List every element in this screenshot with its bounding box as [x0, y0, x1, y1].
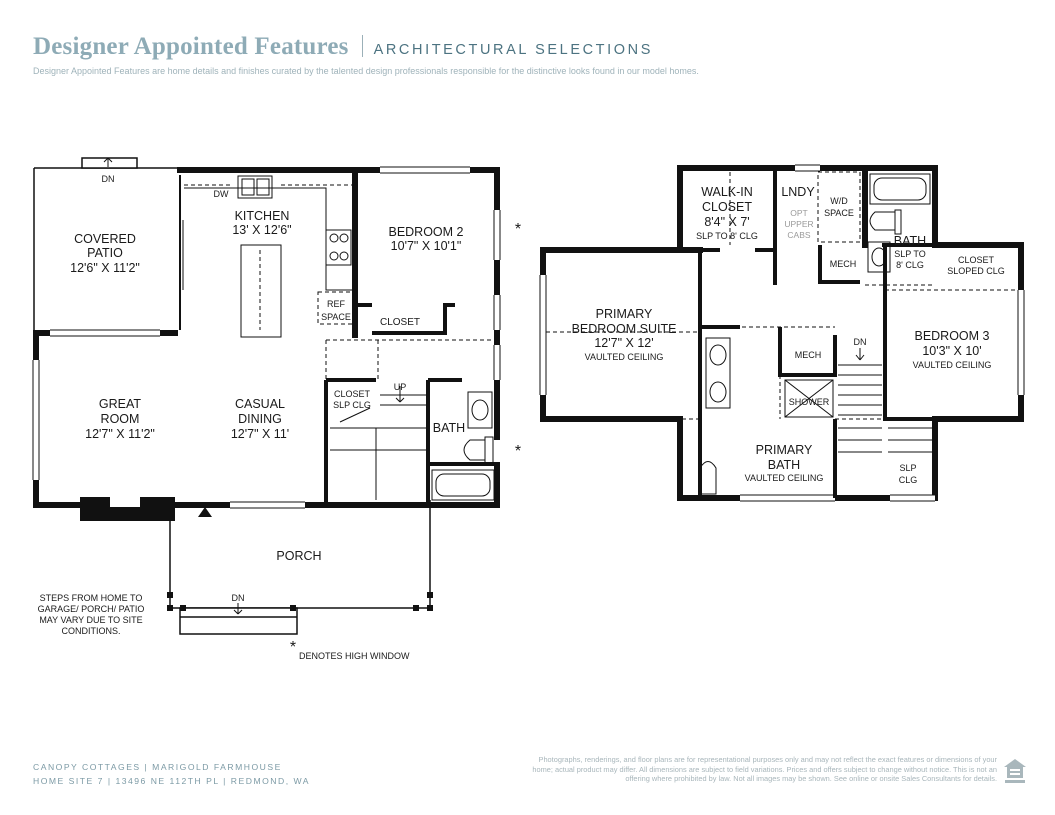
laundry-label: LNDY	[781, 185, 815, 199]
page-title: Designer Appointed Features	[33, 33, 349, 60]
covered-patio-label-2: PATIO	[87, 246, 123, 260]
casual-dining-size: 12'7" X 11'	[231, 427, 289, 441]
project-info-line-1: CANOPY COTTAGES | MARIGOLD FARMHOUSE	[33, 762, 282, 772]
primary-bath-note: VAULTED CEILING	[745, 473, 824, 483]
bath-label: BATH	[433, 421, 465, 435]
closet-slp-label: CLOSET	[334, 389, 371, 399]
closet-sloped-label: CLOSET	[958, 255, 995, 265]
mech-mid-label: MECH	[795, 350, 822, 360]
project-info: CANOPY COTTAGES | MARIGOLD FARMHOUSE HOM…	[33, 760, 310, 788]
kitchen-size: 13' X 12'6"	[232, 223, 291, 237]
main-bath-fixtures	[431, 391, 495, 501]
primary-suite-label: PRIMARY	[596, 307, 653, 321]
entry-marker-icon	[198, 507, 212, 517]
bedroom-2-label: BEDROOM 2	[388, 225, 463, 239]
opt-upper-cabs-label-2: UPPER	[784, 219, 813, 229]
upper-bath-label: BATH	[894, 234, 926, 248]
title-divider	[361, 35, 363, 57]
equal-housing-icon	[1004, 759, 1026, 783]
steps-note-line-1: STEPS FROM HOME TO	[40, 593, 143, 603]
bedroom-3-size: 10'3" X 10'	[922, 344, 981, 358]
covered-patio-size: 12'6" X 11'2"	[70, 261, 140, 275]
high-window-marker-2: *	[515, 443, 521, 460]
patio-dn-label: DN	[102, 174, 115, 184]
casual-dining-label: CASUAL	[235, 397, 285, 411]
stairs-up-label: UP	[394, 382, 407, 392]
upper-stairs-dn-label: DN	[854, 337, 867, 347]
primary-bath-label-2: BATH	[768, 458, 800, 472]
dw-label: DW	[214, 189, 229, 199]
primary-suite-label-2: BEDROOM SUITE	[572, 322, 677, 336]
upper-bath-note-2: 8' CLG	[896, 260, 924, 270]
walk-in-closet-size: 8'4" X 7'	[704, 215, 749, 229]
upper-bath-fixtures	[699, 173, 931, 495]
great-room-label: GREAT	[99, 397, 141, 411]
slp-clg-label-2: CLG	[899, 475, 918, 485]
closet-sloped-label-2: SLOPED CLG	[947, 266, 1005, 276]
ref-space-label: REF	[327, 299, 346, 309]
primary-bath-label: PRIMARY	[756, 443, 813, 457]
wd-space-label: W/D	[830, 196, 848, 206]
high-window-marker-1: *	[515, 221, 521, 238]
bedroom-3-note: VAULTED CEILING	[913, 360, 992, 370]
steps-note-line-4: CONDITIONS.	[61, 626, 120, 636]
ref-space-label-2: SPACE	[321, 312, 351, 322]
shower-label: SHOWER	[789, 397, 830, 407]
great-room-label-2: ROOM	[101, 412, 140, 426]
high-window-note: DENOTES HIGH WINDOW	[299, 651, 410, 661]
page-description: Designer Appointed Features are home det…	[33, 66, 699, 76]
walk-in-closet-note: SLP TO 8' CLG	[696, 231, 758, 241]
project-info-line-2: HOME SITE 7 | 13496 NE 112TH PL | REDMON…	[33, 776, 310, 786]
covered-patio-label: COVERED	[74, 232, 136, 246]
mech-top-label: MECH	[830, 259, 857, 269]
primary-suite-size: 12'7" X 12'	[594, 336, 653, 350]
high-window-asterisk: *	[290, 639, 296, 656]
walk-in-closet-label-2: CLOSET	[702, 200, 752, 214]
casual-dining-label-2: DINING	[238, 412, 282, 426]
header: Designer Appointed Features ARCHITECTURAL…	[33, 33, 653, 61]
bedroom-2-size: 10'7" X 10'1"	[391, 239, 462, 253]
upper-stairs	[838, 348, 932, 453]
porch-label: PORCH	[276, 549, 321, 563]
kitchen-label: KITCHEN	[235, 209, 290, 223]
walk-in-closet-label: WALK-IN	[701, 185, 753, 199]
bedroom-3-label: BEDROOM 3	[914, 329, 989, 343]
page-subtitle: ARCHITECTURAL SELECTIONS	[373, 42, 653, 58]
slp-clg-label: SLP	[899, 463, 916, 473]
great-room-size: 12'7" X 11'2"	[85, 427, 155, 441]
upper-bath-note: SLP TO	[894, 249, 926, 259]
steps-note-line-2: GARAGE/ PORCH/ PATIO	[38, 604, 145, 614]
porch-dn-label: DN	[232, 593, 245, 603]
main-stairs	[330, 386, 428, 500]
primary-suite-note: VAULTED CEILING	[585, 352, 664, 362]
opt-upper-cabs-label: OPT	[790, 208, 807, 218]
steps-note-line-3: MAY VARY DUE TO SITE	[39, 615, 142, 625]
closet-slp-label-2: SLP CLG	[333, 400, 371, 410]
wd-space-label-2: SPACE	[824, 208, 854, 218]
opt-upper-cabs-label-3: CABS	[787, 230, 810, 240]
main-floor-plan: DN COVERED PATIO 12'6" X 11'2" KITCHEN 1…	[32, 157, 521, 661]
disclaimer: Photographs, renderings, and floor plans…	[532, 755, 997, 784]
upper-floor-plan: WALK-IN CLOSET 8'4" X 7' SLP TO 8' CLG L…	[539, 164, 1025, 502]
closet-label: CLOSET	[380, 317, 420, 328]
